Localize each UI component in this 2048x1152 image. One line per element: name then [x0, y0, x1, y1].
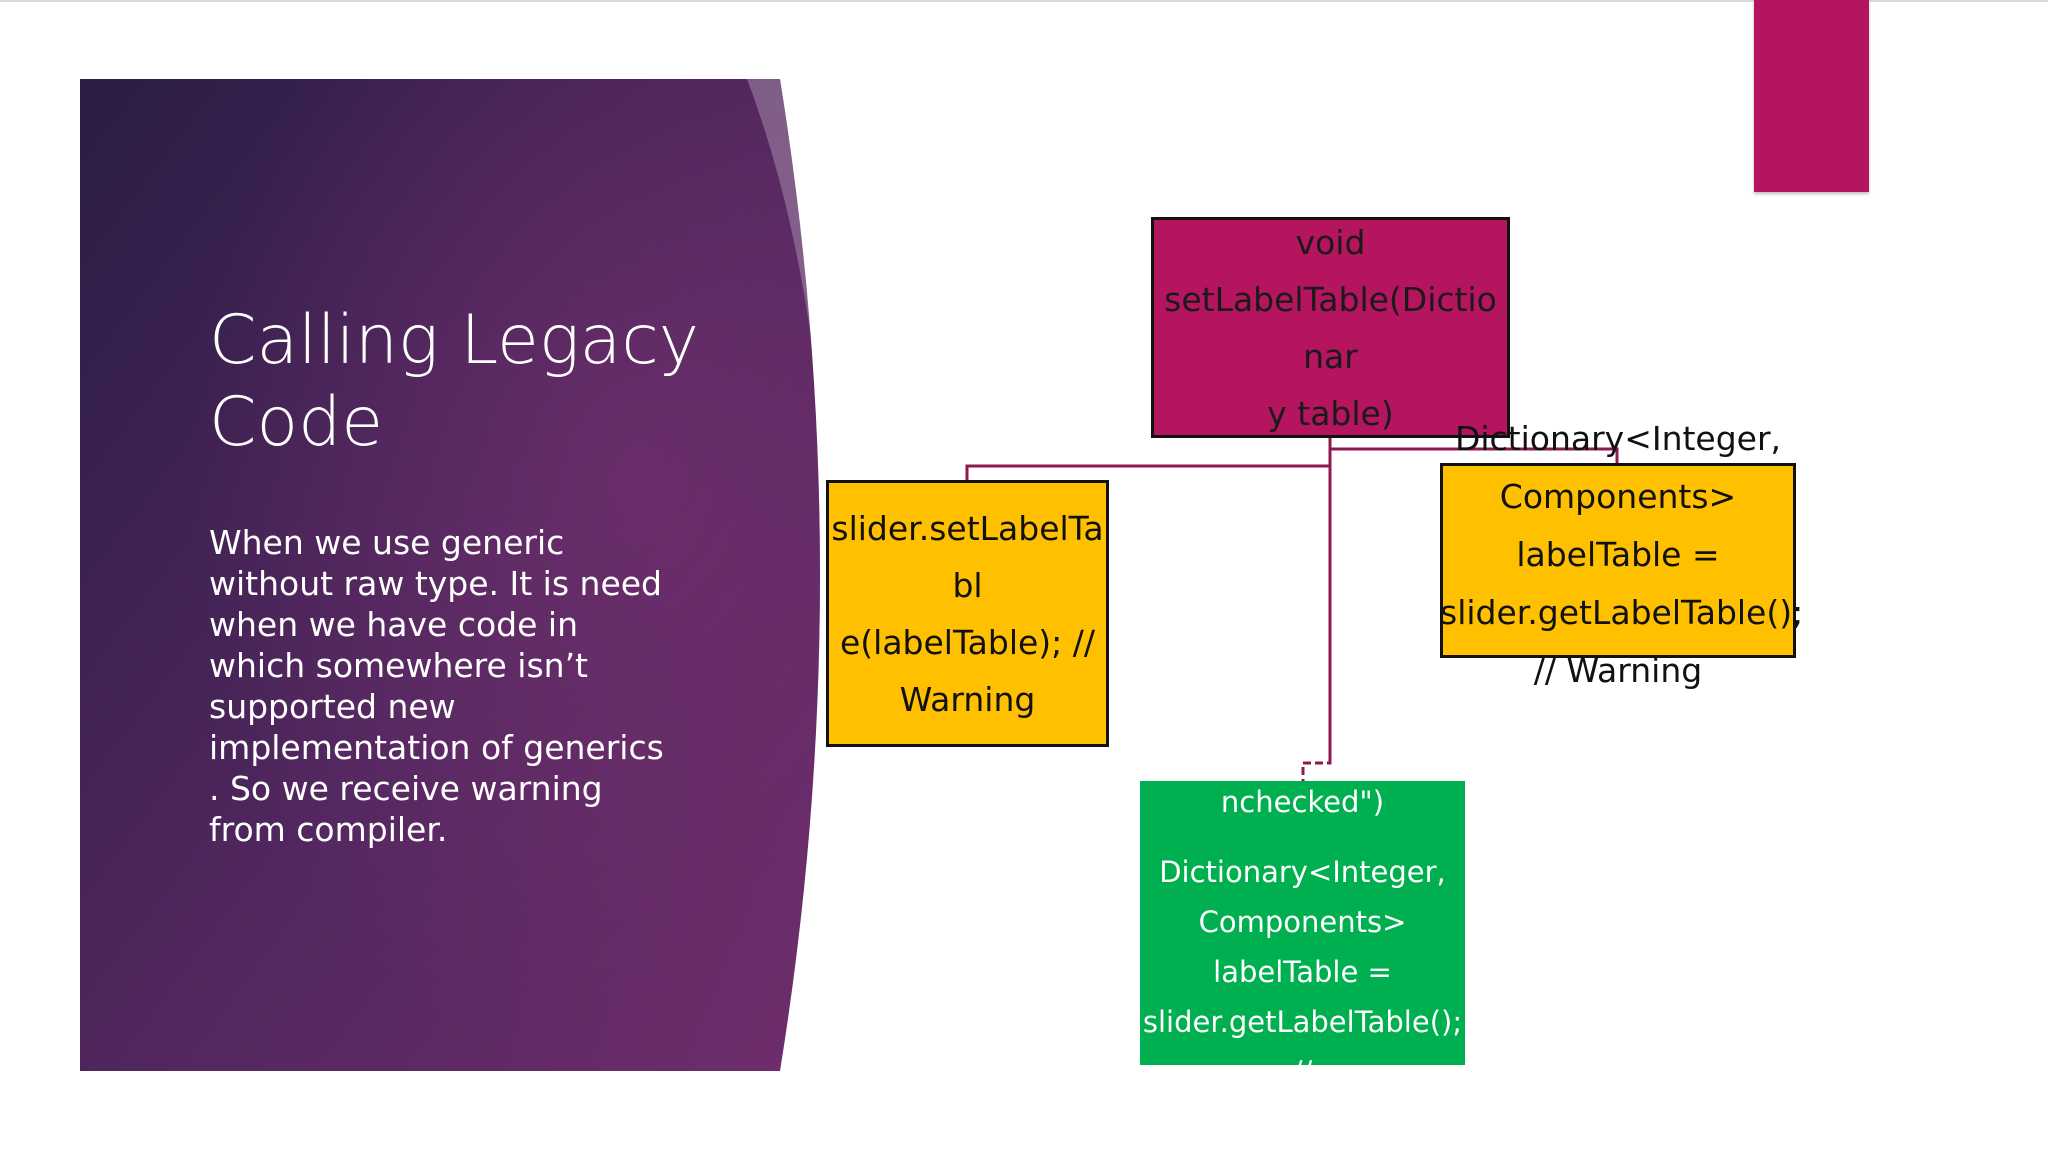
root-line: y table)	[1267, 393, 1394, 433]
right-line: Components>	[1499, 477, 1737, 516]
left-node: slider.setLabelTabl e(labelTable); // Wa…	[826, 480, 1109, 747]
left-line: slider.setLabelTabl	[831, 508, 1104, 605]
right-node-text: Dictionary<Integer, Components> labelTab…	[1440, 410, 1804, 700]
top-border	[0, 0, 2048, 2]
slide-body-text: When we use generic without raw type. It…	[209, 523, 664, 849]
connector-root-left	[965, 438, 1332, 480]
bottom-line: nchecked")	[1220, 785, 1385, 819]
bottom-line: Dictionary<Integer,	[1159, 855, 1446, 889]
bottom-line: Components>	[1198, 905, 1407, 939]
right-line: // Warning	[1533, 651, 1703, 690]
right-line: slider.getLabelTable();	[1440, 593, 1804, 632]
connector-root-right	[1328, 438, 1619, 463]
accent-tab	[1754, 0, 1869, 192]
right-line: labelTable =	[1516, 535, 1720, 574]
bottom-spacer	[1142, 827, 1463, 847]
slide-title: Calling Legacy Code	[209, 301, 699, 462]
panel-background	[80, 79, 820, 1071]
bottom-line: labelTable =	[1213, 955, 1392, 989]
root-line: setLabelTable(Dictionar	[1164, 279, 1497, 376]
connector-bottom-stub	[1301, 758, 1332, 781]
title-panel	[80, 79, 820, 1071]
bottom-node: nchecked") Dictionary<Integer, Component…	[1140, 781, 1465, 1065]
right-line: Dictionary<Integer,	[1454, 419, 1782, 458]
left-line: e(labelTable); //	[839, 622, 1096, 662]
bottom-line: slider.getLabelTable(); //	[1142, 1005, 1463, 1065]
right-node	[1440, 463, 1796, 658]
root-line: void	[1295, 222, 1366, 262]
root-node: void setLabelTable(Dictionar y table)	[1151, 217, 1510, 438]
left-line: Warning	[899, 679, 1036, 719]
